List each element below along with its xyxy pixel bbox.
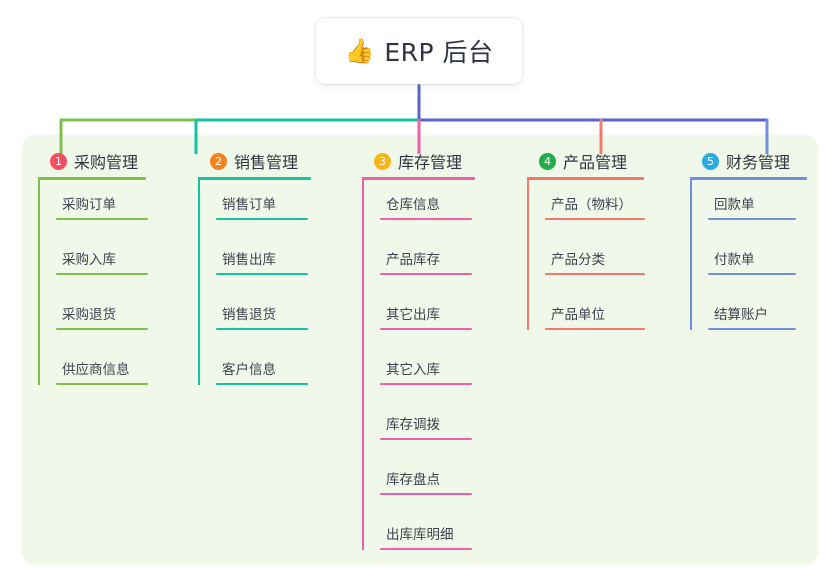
leaf-label: 库存盘点 (386, 472, 440, 488)
leaf-rule (216, 273, 308, 275)
leaf-rule (56, 383, 148, 385)
thumbs-up-icon: 👍 (344, 37, 375, 65)
branch-number-badge: 5 (702, 152, 719, 170)
leaf-node[interactable]: 仓库信息 (362, 186, 478, 220)
branch-header-产品管理[interactable]: 4 产品管理 (527, 146, 627, 176)
leaf-rule (216, 328, 308, 330)
leaf-node[interactable]: 库存盘点 (362, 461, 478, 495)
leaf-label: 产品分类 (551, 252, 605, 268)
branch-header-rule (690, 177, 807, 180)
leaf-rule (380, 218, 472, 220)
leaf-rule (56, 218, 148, 220)
leaf-node[interactable]: 销售退货 (198, 296, 314, 330)
leaf-node[interactable]: 采购订单 (38, 186, 154, 220)
branch-header-rule (362, 177, 475, 180)
branch-header-库存管理[interactable]: 3 库存管理 (362, 146, 462, 176)
branch-number-badge: 3 (374, 152, 391, 170)
leaf-node[interactable]: 结算账户 (690, 296, 802, 330)
leaf-node[interactable]: 销售出库 (198, 241, 314, 275)
leaf-rule (216, 383, 308, 385)
leaf-label: 产品单位 (551, 307, 605, 323)
branch-column-库存管理: 3 库存管理仓库信息产品库存其它出库其它入库库存调拨库存盘点出库库明细 (362, 146, 475, 550)
branch-column-财务管理: 5 财务管理回款单付款单结算账户 (690, 146, 807, 330)
leaf-node[interactable]: 付款单 (690, 241, 802, 275)
leaf-label: 仓库信息 (386, 197, 440, 213)
leaf-rule (708, 328, 796, 330)
branch-title: 产品管理 (563, 153, 628, 172)
leaf-node[interactable]: 产品单位 (527, 296, 651, 330)
leaf-label: 采购入库 (62, 252, 116, 268)
leaf-label: 其它出库 (386, 307, 440, 323)
leaf-label: 库存调拨 (386, 417, 440, 433)
root-node-card[interactable]: 👍 ERP 后台 (316, 18, 522, 84)
leaf-label: 销售退货 (222, 307, 276, 323)
branch-title: 财务管理 (726, 153, 791, 172)
branch-number-badge: 4 (539, 152, 556, 170)
root-node-title: ERP 后台 (384, 38, 494, 67)
leaf-label: 其它入库 (386, 362, 440, 378)
leaf-label: 产品（物料） (551, 197, 632, 213)
branch-header-rule (527, 177, 644, 180)
branch-spine (38, 177, 40, 385)
branch-header-财务管理[interactable]: 5 财务管理 (690, 146, 790, 176)
leaf-node[interactable]: 采购入库 (38, 241, 154, 275)
leaf-node[interactable]: 供应商信息 (38, 351, 154, 385)
leaf-rule (545, 218, 645, 220)
leaf-rule (56, 328, 148, 330)
leaf-node[interactable]: 其它出库 (362, 296, 478, 330)
leaf-label: 产品库存 (386, 252, 440, 268)
leaf-label: 出库库明细 (386, 527, 454, 543)
leaf-rule (545, 273, 645, 275)
leaf-rule (380, 328, 472, 330)
leaf-label: 销售订单 (222, 197, 276, 213)
leaf-label: 回款单 (714, 197, 755, 213)
leaf-node[interactable]: 回款单 (690, 186, 802, 220)
branch-title: 销售管理 (234, 153, 299, 172)
leaf-node[interactable]: 销售订单 (198, 186, 314, 220)
leaf-node[interactable]: 库存调拨 (362, 406, 478, 440)
leaf-node[interactable]: 其它入库 (362, 351, 478, 385)
branch-spine (362, 177, 364, 550)
branch-header-rule (38, 177, 146, 180)
leaf-node[interactable]: 客户信息 (198, 351, 314, 385)
leaf-rule (380, 548, 472, 550)
branch-spine (198, 177, 200, 385)
branch-number-badge: 2 (210, 152, 227, 170)
leaf-label: 客户信息 (222, 362, 276, 378)
branch-title: 采购管理 (74, 153, 139, 172)
leaf-label: 采购退货 (62, 307, 116, 323)
leaf-rule (708, 273, 796, 275)
leaf-rule (708, 218, 796, 220)
leaf-node[interactable]: 出库库明细 (362, 516, 478, 550)
leaf-node[interactable]: 产品分类 (527, 241, 651, 275)
branch-header-采购管理[interactable]: 1 采购管理 (38, 146, 138, 176)
branch-column-销售管理: 2 销售管理销售订单销售出库销售退货客户信息 (198, 146, 311, 385)
root-node-inner: 👍 ERP 后台 (344, 33, 493, 69)
branch-column-产品管理: 4 产品管理产品（物料） 产品分类产品单位 (527, 146, 645, 330)
leaf-rule (380, 493, 472, 495)
leaf-rule (380, 438, 472, 440)
leaf-rule (380, 273, 472, 275)
leaf-label: 供应商信息 (62, 362, 130, 378)
leaf-rule (216, 218, 308, 220)
leaf-node[interactable]: 产品（物料） (527, 186, 651, 220)
branch-header-销售管理[interactable]: 2 销售管理 (198, 146, 298, 176)
leaf-label: 采购订单 (62, 197, 116, 213)
leaf-label: 付款单 (714, 252, 755, 268)
branch-title: 库存管理 (398, 153, 463, 172)
leaf-rule (545, 328, 645, 330)
branch-number-badge: 1 (50, 152, 67, 170)
branch-column-采购管理: 1 采购管理采购订单采购入库采购退货供应商信息 (38, 146, 148, 385)
leaf-node[interactable]: 采购退货 (38, 296, 154, 330)
branch-spine (527, 177, 529, 330)
leaf-rule (380, 383, 472, 385)
leaf-rule (56, 273, 148, 275)
branch-spine (690, 177, 692, 330)
leaf-label: 结算账户 (714, 307, 768, 323)
leaf-node[interactable]: 产品库存 (362, 241, 478, 275)
branch-header-rule (198, 177, 311, 180)
leaf-label: 销售出库 (222, 252, 276, 268)
